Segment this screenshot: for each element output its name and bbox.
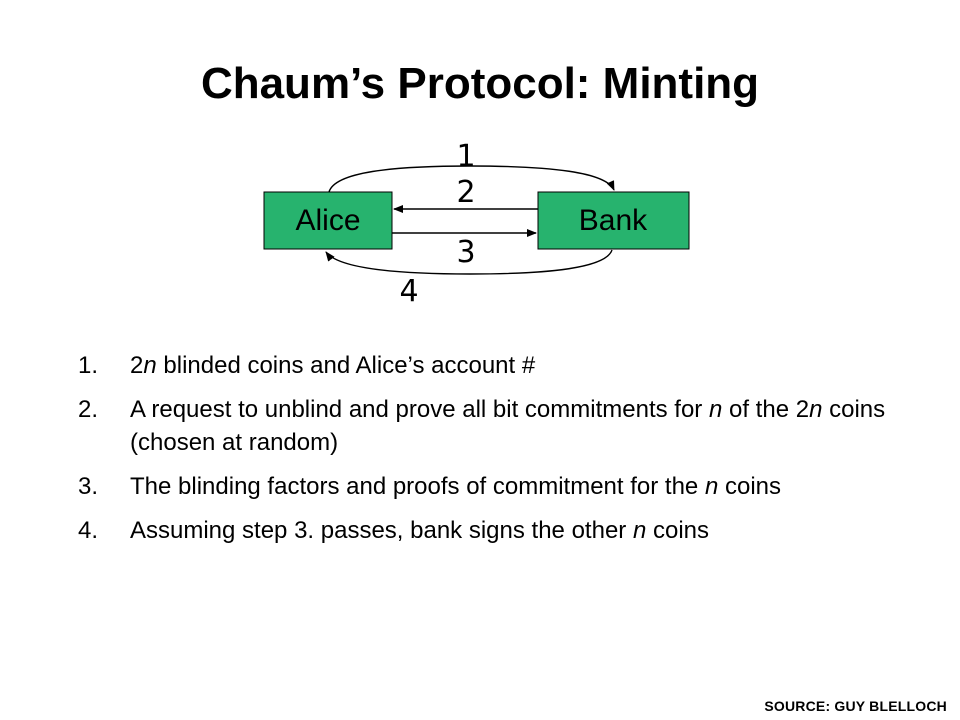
step-item: 2. A request to unblind and prove all bi…: [78, 393, 918, 459]
step-text: The blinding factors and proofs of commi…: [130, 470, 918, 503]
text-run: A request to unblind and prove all bit c…: [130, 396, 709, 423]
step-item: 1. 2n blinded coins and Alice’s account …: [78, 349, 918, 382]
bank-node: [537, 191, 690, 250]
bank-label: Bank: [579, 204, 648, 237]
step-item: 3. The blinding factors and proofs of co…: [78, 470, 918, 503]
arrow-1-label: 1: [456, 139, 475, 174]
arrow-2-label: 2: [456, 175, 475, 210]
step-text: A request to unblind and prove all bit c…: [130, 393, 918, 459]
text-run: blinded coins and Alice’s account #: [156, 352, 536, 379]
italic-run: n: [143, 352, 157, 379]
alice-node: [263, 191, 393, 250]
text-run: coins (chosen at random): [130, 396, 886, 456]
italic-run: n: [809, 396, 823, 423]
text-run: coins: [646, 517, 710, 544]
text-run: 2: [130, 352, 144, 379]
slide-title: Chaum’s Protocol: Minting: [200, 59, 760, 108]
italic-run: n: [632, 517, 647, 544]
step-number: 1.: [78, 352, 99, 379]
text-run: coins: [718, 473, 782, 500]
text-run: The blinding factors and proofs of commi…: [130, 473, 705, 500]
italic-run: n: [704, 473, 719, 500]
arrow-1: [328, 165, 615, 193]
step-item: 4. Assuming step 3. passes, bank signs t…: [78, 514, 918, 547]
protocol-diagram: Alice Bank 1 2 3 4: [263, 139, 690, 309]
alice-label: Alice: [295, 204, 360, 237]
arrow-3-label: 3: [456, 235, 475, 270]
source-credit: SOURCE: GUY BLELLOCH: [764, 698, 947, 714]
arrow-4-label: 4: [399, 274, 418, 309]
text-run: Assuming step 3. passes, bank signs the …: [130, 517, 633, 544]
steps-list: 1. 2n blinded coins and Alice’s account …: [78, 349, 918, 558]
italic-run: n: [708, 396, 723, 423]
step-text: Assuming step 3. passes, bank signs the …: [130, 514, 918, 547]
text-run: of the 2: [722, 396, 810, 423]
step-number: 3.: [78, 473, 99, 500]
step-number: 4.: [78, 517, 99, 544]
arrow-4: [325, 249, 613, 275]
step-text: 2n blinded coins and Alice’s account #: [130, 349, 918, 382]
step-number: 2.: [78, 396, 99, 423]
